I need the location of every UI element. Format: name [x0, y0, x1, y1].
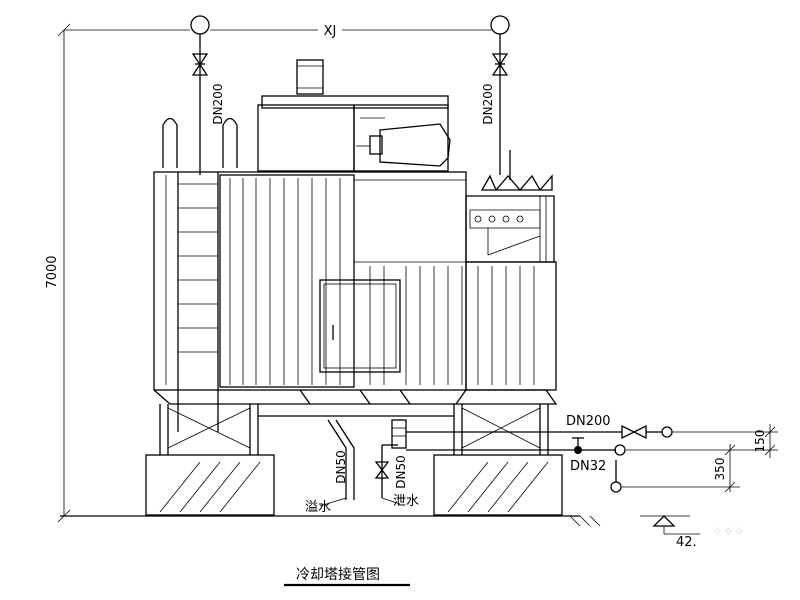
watermark: ✧✧✧ [712, 525, 745, 540]
outlet-pipe: DN200 [406, 414, 673, 440]
right-inlet-pipe: DN200 [481, 34, 509, 175]
tower-casing [153, 171, 557, 391]
support-frame [153, 389, 558, 455]
outlet-valve-icon [621, 424, 647, 440]
left-inlet-label: DN200 [211, 83, 225, 124]
concrete-bases [60, 454, 601, 527]
motor-assembly [257, 59, 451, 172]
drain-pipe-label: DN50 [394, 455, 408, 489]
elevation-label: 42. [676, 535, 697, 550]
makeup-pipe: DN32 [406, 437, 626, 493]
overflow-pipe-label: DN50 [334, 450, 348, 484]
left-inlet-circle [190, 15, 210, 35]
outlet-label: DN200 [566, 414, 611, 429]
elevation-marker: 42. [640, 515, 700, 550]
overflow-drain-pipes: DN50 溢水 DN50 泄水 [305, 419, 419, 515]
dim-350-label: 350 [713, 458, 727, 481]
right-dimensions: 150 350 [622, 424, 778, 493]
distribution-box [465, 150, 555, 263]
drain-label: 泄水 [393, 494, 419, 509]
right-inlet-label: DN200 [481, 83, 495, 124]
left-inlet-valve-icon [191, 53, 209, 76]
ladder [162, 117, 238, 432]
height-dimension: 7000 [45, 23, 71, 523]
top-line-label: XJ [324, 24, 337, 39]
elevation-triangle-icon [652, 515, 676, 527]
top-line: XJ [64, 15, 510, 39]
makeup-label: DN32 [570, 459, 606, 474]
right-inlet-circle [490, 15, 510, 35]
drawing-title: 冷却塔接管图 [284, 566, 410, 587]
left-inlet-pipe: DN200 [191, 34, 225, 175]
drain-valve-icon [374, 461, 390, 479]
right-inlet-valve-icon [491, 53, 509, 76]
title-text: 冷却塔接管图 [296, 566, 380, 583]
overflow-label: 溢水 [305, 500, 331, 515]
access-door [319, 279, 401, 373]
dim-150-label: 150 [753, 430, 767, 453]
height-dim-label: 7000 [45, 255, 60, 288]
